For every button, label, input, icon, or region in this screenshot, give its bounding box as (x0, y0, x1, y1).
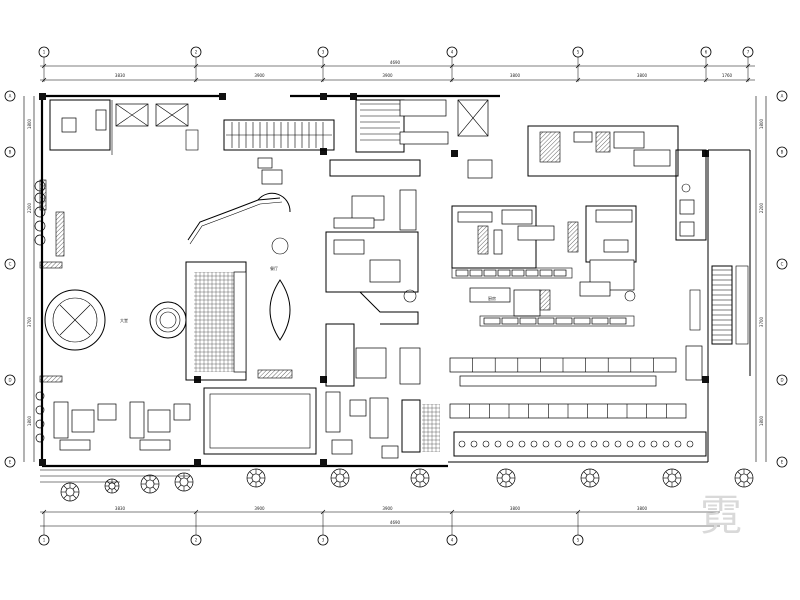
grid-letter-label: B (9, 150, 12, 155)
tree-symbol (174, 472, 194, 492)
left-dimension-chain: 1800 2200 3700 1800 (23, 96, 35, 462)
top-dimension-value: 3830 (115, 73, 126, 78)
dining-hall: 餐厅 (149, 119, 335, 455)
grid-number-label: 4 (451, 538, 454, 543)
bottom-dimension-value: 3800 (510, 506, 521, 511)
grid-letter-label: C (9, 262, 12, 267)
tree-symbol (734, 468, 754, 488)
vertical-dimension-value: 1800 (759, 118, 764, 129)
kitchen-area: 厨房 (449, 125, 749, 457)
tree-symbol (104, 478, 120, 494)
grid-letter-label: D (780, 378, 783, 383)
landscape-trees (60, 468, 754, 502)
grid-bubble-1: 1 (38, 46, 50, 58)
grid-number-label: 1 (43, 538, 46, 543)
top-dimension-value: 3900 (382, 73, 393, 78)
vertical-dimension-value: 1800 (759, 415, 764, 426)
tree-symbol (60, 482, 80, 502)
bottom-dimension-value: 3900 (254, 506, 265, 511)
bottom-dimension-value: 3900 (382, 506, 393, 511)
top-dimension-value: 1760 (722, 73, 733, 78)
bottom-dimension-value: 3830 (115, 506, 126, 511)
grid-number-label: 1 (43, 50, 46, 55)
grid-bubble-1: 1 (38, 534, 50, 546)
grid-bubble-A: A (776, 90, 788, 102)
right-dimension-chain: 1800 2200 3700 1800 (755, 96, 767, 462)
service-area (325, 99, 493, 459)
vertical-dimension-value: 3700 (759, 316, 764, 327)
grid-number-label: 3 (322, 50, 325, 55)
watermark: 霓 (700, 491, 742, 540)
tree-symbol (662, 468, 682, 488)
grid-bubble-E: E (776, 456, 788, 468)
grid-bubble-2: 2 (190, 46, 202, 58)
vertical-dimension-value: 1800 (27, 415, 32, 426)
grid-letter-label: D (8, 378, 11, 383)
top-dimension-value: 3900 (254, 73, 265, 78)
grid-bubble-2: 2 (190, 534, 202, 546)
grid-bubble-B: B (4, 146, 16, 158)
tree-symbol (140, 474, 160, 494)
grid-bubble-D: D (776, 374, 788, 386)
grid-number-label: 5 (577, 538, 580, 543)
grid-bubble-7: 7 (742, 46, 754, 58)
dining-label: 餐厅 (270, 265, 278, 271)
watermark-glyph: 霓 (700, 491, 742, 540)
grid-number-label: 4 (451, 50, 454, 55)
grid-bubble-6: 6 (700, 46, 712, 58)
grid-number-label: 3 (322, 538, 325, 543)
top-dimension-value: 3800 (510, 73, 521, 78)
vertical-dimension-value: 1800 (27, 118, 32, 129)
kitchen-label: 厨房 (488, 295, 496, 301)
grid-bubble-A: A (4, 90, 16, 102)
grid-bubble-C: C (776, 258, 788, 270)
grid-bubble-4: 4 (446, 534, 458, 546)
top-dimension-chain: 4690 3830 3900 3900 3800 3800 1760 (40, 60, 755, 83)
grid-bubble-5: 5 (572, 534, 584, 546)
tree-symbol (410, 468, 430, 488)
lobby-area: 大堂 (34, 99, 199, 483)
grid-bubble-D: D (4, 374, 16, 386)
grid-number-label: 5 (577, 50, 580, 55)
grid-letter-label: A (9, 94, 12, 99)
tree-symbol (246, 468, 266, 488)
grid-bubble-4: 4 (446, 46, 458, 58)
grid-number-label: 2 (195, 50, 198, 55)
grid-number-label: 6 (705, 50, 708, 55)
bottom-dimension-value: 3800 (637, 506, 648, 511)
vertical-dimension-value: 3700 (27, 316, 32, 327)
overall-dimension-bottom: 4690 (390, 520, 401, 525)
grid-letter-label: C (781, 262, 784, 267)
grid-number-label: 7 (747, 50, 750, 55)
lobby-label: 大堂 (120, 317, 128, 323)
grid-number-label: 2 (195, 538, 198, 543)
top-dimension-value: 3800 (637, 73, 648, 78)
vertical-dimension-value: 2200 (759, 202, 764, 213)
tree-symbol (330, 468, 350, 488)
grid-letter-label: E (9, 460, 12, 465)
bottom-dimension-chain: 4690 3830 3900 3900 3800 3800 (40, 506, 720, 527)
grid-letter-label: A (781, 94, 784, 99)
vertical-dimension-value: 2200 (27, 202, 32, 213)
grid-bubble-C: C (4, 258, 16, 270)
grid-bubble-B: B (776, 146, 788, 158)
overall-dimension-top: 4690 (390, 60, 401, 65)
grid-bubble-E: E (4, 456, 16, 468)
tree-symbol (496, 468, 516, 488)
grid-bubble-5: 5 (572, 46, 584, 58)
grid-bubble-3: 3 (317, 46, 329, 58)
grid-letter-label: B (781, 150, 784, 155)
grid-axis-bubbles: 1 1 2 2 3 3 4 4 5 5 6 7A A B B C C D D E E (4, 46, 788, 546)
grid-letter-label: E (781, 460, 784, 465)
grid-bubble-3: 3 (317, 534, 329, 546)
tree-symbol (580, 468, 600, 488)
